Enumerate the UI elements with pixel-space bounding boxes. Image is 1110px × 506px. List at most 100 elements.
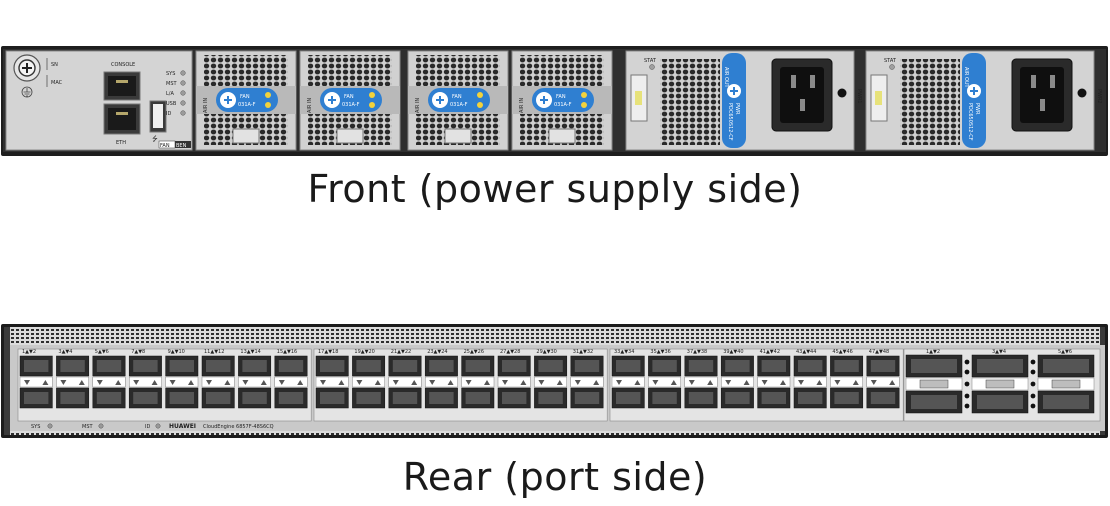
fan-module-side-label: AIR IN xyxy=(415,98,421,113)
sfp-port-arrow-icon xyxy=(429,380,454,385)
power-supply-2[interactable]: STAT AIR OUT PWR PDC650S12-CF PWR2 xyxy=(865,50,1102,151)
rear-indicator-label-id: ID xyxy=(145,424,150,430)
eth-label: ETH xyxy=(116,140,126,146)
indicator-label-id: ID xyxy=(166,111,171,117)
sfp-port-pair[interactable]: 9▲▼10 xyxy=(165,349,199,409)
sfp-port-pair[interactable]: 33▲▼34 xyxy=(611,349,645,409)
rear-indicator-led-id xyxy=(155,423,161,429)
sfp-port-bottom-cage xyxy=(320,392,345,404)
sfp-port-bottom-cage xyxy=(761,392,786,404)
sfp-port-pair[interactable]: 3▲▼4 xyxy=(56,349,90,409)
sfp-port-pair[interactable]: 19▲▼20 xyxy=(352,349,386,409)
sfp-port-pair[interactable]: 5▲▼6 xyxy=(92,349,126,409)
sfp-port-pair[interactable]: 31▲▼32 xyxy=(570,349,604,409)
rear-indicator-label-sys: SYS xyxy=(31,424,40,430)
sfp-port-divider xyxy=(388,376,422,388)
sfp-port-bottom-cage xyxy=(725,392,750,404)
sfp-port-label: 37▲▼38 xyxy=(687,349,707,355)
sfp-port-bottom-cage xyxy=(24,392,49,404)
fan-module-text-1: FAN xyxy=(452,94,462,100)
sfp-port-pair[interactable]: 29▲▼30 xyxy=(534,349,568,409)
sfp-port-divider xyxy=(19,376,53,388)
sfp-port-arrow-icon xyxy=(688,380,714,385)
fan-label: FAN xyxy=(160,143,170,149)
sfp-port-pair[interactable]: 27▲▼28 xyxy=(497,349,531,409)
sfp-port-divider xyxy=(352,376,385,388)
sfp-port-arrow-icon xyxy=(392,380,418,385)
console-label: CONSOLE xyxy=(111,62,135,68)
sfp-port-pair[interactable]: 15▲▼16 xyxy=(274,349,308,409)
sfp-port-pair[interactable]: 25▲▼26 xyxy=(461,349,495,409)
sfp-port-bottom-cage xyxy=(169,392,194,404)
ground-screw-icon xyxy=(13,54,41,82)
qsfp-port-tab xyxy=(1051,379,1081,389)
sfp-port-pair[interactable]: 39▲▼40 xyxy=(720,349,754,409)
sfp-port-pair[interactable]: 37▲▼38 xyxy=(684,349,718,409)
sfp-port-arrow-icon xyxy=(574,380,600,385)
sfp-port-pair[interactable]: 47▲▼48 xyxy=(866,349,900,409)
sfp-port-pair[interactable]: 7▲▼8 xyxy=(128,349,162,409)
sfp-port-divider xyxy=(92,376,126,388)
sfp-port-top-cage xyxy=(688,360,714,372)
sfp-port-pair[interactable]: 43▲▼44 xyxy=(793,349,827,409)
fan-module-text-2: 031A-F xyxy=(554,102,572,108)
fan-module-4[interactable]: FAN 031A-F AIR IN xyxy=(511,50,613,151)
sfp-port-pair[interactable]: 1▲▼2 xyxy=(19,349,53,409)
sfp-port-bottom-cage xyxy=(96,392,122,404)
sfp-port-divider xyxy=(611,376,645,388)
console-port[interactable] xyxy=(103,71,141,101)
indicator-label-mst: MST xyxy=(166,81,177,87)
fan-module-text-1: FAN xyxy=(344,94,354,100)
sfp-port-label: 17▲▼18 xyxy=(318,349,338,355)
sfp-port-pair[interactable]: 23▲▼24 xyxy=(424,349,458,409)
sfp-port-label: 19▲▼20 xyxy=(354,349,374,355)
sfp-port-bottom-cage xyxy=(465,392,490,404)
sfp-port-divider xyxy=(721,376,754,388)
usb-port[interactable] xyxy=(149,100,167,133)
sfp-port-pair[interactable]: 13▲▼14 xyxy=(238,349,272,409)
qsfp-port-label: 3▲▼4 xyxy=(992,349,1006,355)
fan-module-2[interactable]: FAN 031A-F AIR IN xyxy=(299,50,401,151)
indicator-label-la: L/A xyxy=(166,91,174,97)
rear-indicator-label-mst: MST xyxy=(82,424,93,430)
psu-stat-label: STAT xyxy=(884,58,897,64)
rear-indicators: SYS MST ID xyxy=(31,423,161,430)
fan-module-3[interactable]: FAN 031A-F AIR IN xyxy=(407,50,509,151)
sfp-port-bottom-cage xyxy=(392,392,418,404)
sfp-port-pair[interactable]: 11▲▼12 xyxy=(201,349,235,409)
sfp-port-top-cage xyxy=(356,360,381,372)
sfp-port-pair[interactable]: 45▲▼46 xyxy=(830,349,864,409)
rear-indicator-led-sys xyxy=(47,423,53,429)
sfp-port-bottom-cage xyxy=(206,392,231,404)
sfp-port-pair[interactable]: 35▲▼36 xyxy=(648,349,682,409)
qsfp-led xyxy=(1030,359,1036,365)
psu-text-2: PWR xyxy=(974,103,980,115)
psu-latch-icon[interactable] xyxy=(837,88,847,98)
sfp-port-label: 5▲▼6 xyxy=(95,349,109,355)
sfp-port-label: 29▲▼30 xyxy=(536,349,556,355)
sfp-port-bottom-cage xyxy=(688,392,714,404)
qsfp-port-pair[interactable]: 5▲▼6 xyxy=(1037,349,1095,414)
power-supply-1[interactable]: STAT AIR OUT PWR PDC650S12-CF PWR1 xyxy=(625,50,862,151)
sfp-port-bottom-cage xyxy=(429,392,454,404)
qsfp-led xyxy=(964,359,970,365)
eth-port[interactable] xyxy=(103,103,141,135)
indicator-led-usb xyxy=(180,100,186,106)
sfp-port-arrow-icon xyxy=(206,380,231,385)
sfp-port-divider xyxy=(684,376,718,388)
fan-module-1[interactable]: FAN 031A-F AIR IN xyxy=(195,50,297,151)
psu-latch-icon[interactable] xyxy=(1077,88,1087,98)
sfp-port-top-cage xyxy=(652,360,677,372)
qsfp-led xyxy=(1030,403,1036,409)
sfp-port-bottom-cage xyxy=(652,392,677,404)
sfp-port-arrow-icon xyxy=(96,380,122,385)
sfp-port-pair[interactable]: 21▲▼22 xyxy=(388,349,422,409)
sfp-port-divider xyxy=(56,376,90,388)
qsfp-port-pair[interactable]: 3▲▼4 xyxy=(971,349,1036,414)
qsfp-port-tab xyxy=(919,379,949,389)
sfp-port-pair[interactable]: 41▲▼42 xyxy=(757,349,791,409)
qsfp-port-pair[interactable]: 1▲▼2 xyxy=(905,349,970,414)
sfp-port-pair[interactable]: 17▲▼18 xyxy=(315,349,349,409)
